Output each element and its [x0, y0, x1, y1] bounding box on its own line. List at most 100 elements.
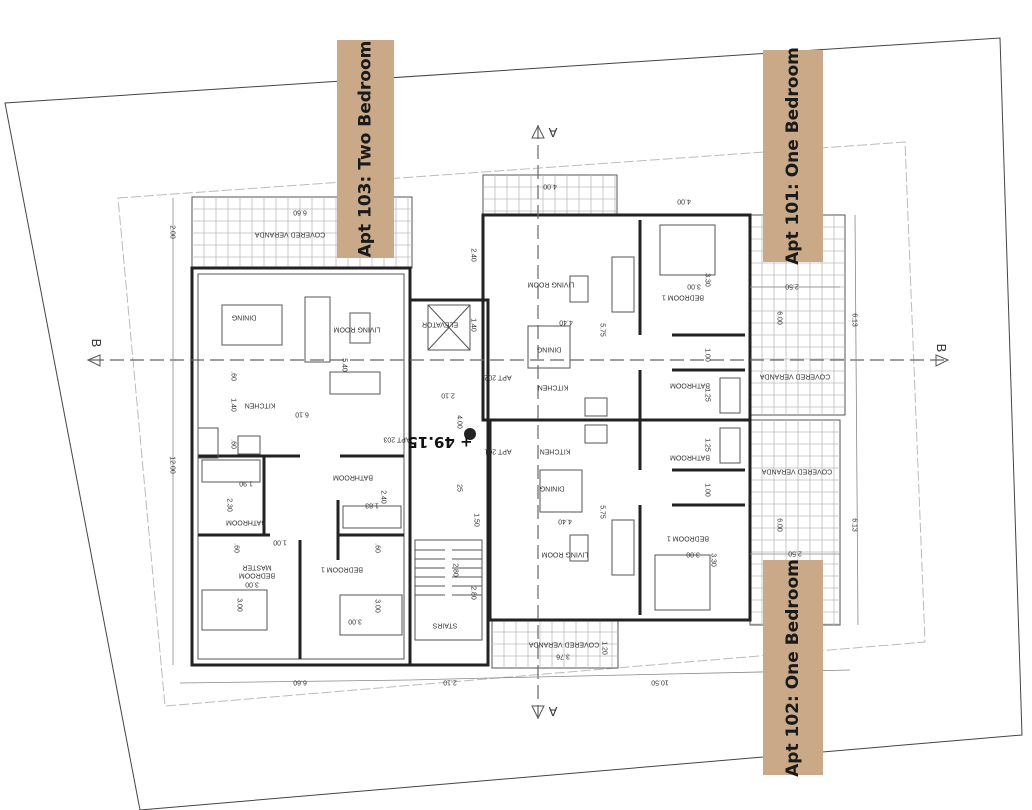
apt-101-tag: Apt 101: One Bedroom: [763, 47, 823, 265]
plan-label: LIVING ROOM: [528, 281, 575, 288]
plan-label: 6.60: [293, 679, 307, 686]
plan-label: 5.75: [599, 323, 606, 337]
plan-label: BATHROOM: [333, 474, 373, 481]
section-label-b-left: B: [89, 339, 104, 348]
plan-label: 12.00: [169, 456, 176, 474]
plan-label: 4.40: [559, 319, 573, 326]
plan-label: 1.83: [365, 502, 379, 509]
plan-label: BATHROOM: [670, 382, 710, 389]
apt-102-walls: [488, 418, 752, 622]
plan-label: 3.00: [686, 551, 700, 558]
plan-label: .60: [233, 543, 240, 553]
plan-label: 2.40: [470, 248, 477, 262]
plan-label: LIVING ROOM: [542, 551, 589, 558]
plan-label: BEDROOM: [239, 572, 275, 579]
plan-label: 2.10: [441, 392, 455, 399]
plan-label: ELEVATOR: [422, 321, 458, 328]
plan-label: 3.00: [687, 283, 701, 290]
section-arrow-icon: [935, 354, 950, 367]
plan-label: 6.10: [295, 411, 309, 418]
level-marker-icon: [464, 428, 476, 440]
plan-label: 2.50: [788, 550, 802, 557]
plan-label: 2.50: [785, 283, 799, 290]
plan-label: DINING: [537, 346, 562, 353]
plan-label: KITCHEN: [538, 384, 569, 391]
plan-label: 3.00: [374, 599, 381, 613]
plan-label: 2.10: [443, 679, 457, 686]
plan-label: 25: [456, 484, 463, 492]
plan-label: .60: [374, 543, 381, 553]
site-boundary: [4, 37, 1023, 810]
plan-label: COVERED VERANDA: [254, 231, 325, 238]
plan-label: 4.40: [558, 518, 572, 525]
plan-label: 6.00: [776, 518, 783, 532]
plan-label: COVERED VERANDA: [759, 373, 830, 380]
plan-label: BEDROOM 1: [667, 535, 709, 542]
plan-label: 2.40: [380, 490, 387, 504]
plan-label: KITCHEN: [540, 448, 571, 455]
apt-103-tag: Apt 103: Two Bedroom: [337, 40, 394, 258]
apt-103-label: Apt 103: Two Bedroom: [355, 40, 376, 258]
plan-label: APT 201: [484, 448, 511, 455]
section-arrow-icon: [531, 705, 545, 720]
plan-label: 3.00: [236, 598, 243, 612]
section-label-a-top: A: [548, 125, 557, 140]
plan-label: 1.25: [704, 438, 711, 452]
corridor-walls: [408, 298, 490, 667]
plan-label: BATHROOM: [670, 454, 710, 461]
stairs: [414, 539, 483, 641]
section-arrow-icon: [531, 124, 545, 139]
plan-label: 6.00: [776, 311, 783, 325]
section-label-a-bottom: A: [548, 704, 557, 719]
plan-label: 5.75: [599, 505, 606, 519]
plan-label: 1.00: [704, 483, 711, 497]
plan-label: .60: [230, 371, 237, 381]
plan-label: COVERED VERANDA: [761, 468, 832, 475]
plan-label: 3.00: [245, 581, 259, 588]
covered-veranda: [482, 174, 618, 216]
plan-label: 2.80: [470, 586, 477, 600]
plan-label: 5.40: [341, 358, 348, 372]
plan-label: BEDROOM 1: [321, 566, 363, 573]
elevator-cross: [427, 304, 471, 351]
setback-line: [117, 141, 926, 707]
plan-label: .60: [230, 439, 237, 449]
section-label-b-right: B: [934, 344, 949, 353]
plan-label: STAIRS: [432, 622, 457, 629]
plan-label: 3.00: [348, 618, 362, 625]
plan-label: APT 202: [484, 374, 511, 381]
elevator-shaft: [427, 304, 471, 351]
plan-label: 1.00: [704, 348, 711, 362]
plan-label: APT 203: [383, 436, 410, 443]
plan-label: 6.60: [293, 209, 307, 216]
plan-label: 3.30: [710, 553, 717, 567]
plan-label: KITCHEN: [245, 402, 276, 409]
dimension-lines: [172, 198, 859, 684]
plan-label: 4.00: [677, 198, 691, 205]
plan-label: 4.00: [456, 415, 463, 429]
plan-label: 3.76: [556, 653, 570, 660]
plan-label: COVERED VERANDA: [528, 641, 599, 648]
plan-label: BATHROOM: [226, 519, 266, 526]
plan-label: LIVING ROOM: [334, 326, 381, 333]
plan-label: DINING: [232, 314, 257, 321]
plan-label: 2.00: [169, 225, 176, 239]
plan-label: 1.00: [273, 539, 287, 546]
plan-label: 4.00: [543, 183, 557, 190]
plan-label: 1.20: [601, 641, 608, 655]
plan-label: DINING: [540, 485, 565, 492]
furniture: [197, 224, 741, 636]
plan-label: 10.50: [651, 679, 669, 686]
plan-label: 2.30: [226, 498, 233, 512]
plan-label: 6.13: [851, 518, 858, 532]
section-arrow-icon: [86, 354, 101, 367]
plan-label: 1.90: [239, 480, 253, 487]
plan-label: BEDROOM 1: [662, 294, 704, 301]
plan-label: 1.50: [473, 513, 480, 527]
plan-label: 3.30: [704, 273, 711, 287]
plan-label: 6.13: [851, 313, 858, 327]
level-mark: + 49.15: [407, 433, 472, 451]
plan-label: MASTER: [242, 564, 271, 571]
apt-102-tag: Apt 102: One Bedroom: [763, 559, 823, 776]
